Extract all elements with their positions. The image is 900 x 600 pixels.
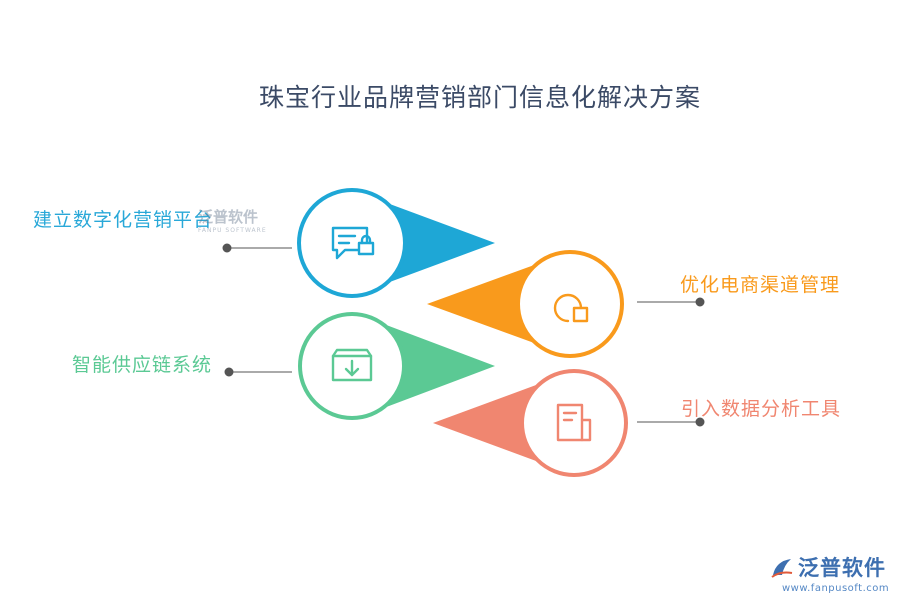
connector-dot [695,297,705,307]
document-icon [556,403,592,442]
item-3-shape [298,312,495,420]
inbox-download-icon [331,348,373,382]
connectors [222,243,705,427]
chat-lock-icon [331,226,375,260]
connector-dot [222,243,232,253]
item-4-label: 引入数据分析工具 [681,398,842,420]
brand-logo: 泛普软件 www.fanpusoft.com [770,552,889,594]
page-title: 珠宝行业品牌营销部门信息化解决方案 [258,83,701,112]
item-3-label: 智能供应链系统 [72,354,213,376]
logo-brand-text: 泛普软件 [798,556,886,580]
logo-url: www.fanpusoft.com [782,583,890,594]
watermark-text: 泛普软件 [198,208,259,226]
item-4-shape [433,369,628,477]
item-2-shape [427,250,624,358]
item-2-label: 优化电商渠道管理 [680,274,841,296]
connector-dot [695,417,705,427]
logo-icon [770,557,794,583]
item-1-shape [297,188,495,298]
connector-dot [224,367,234,377]
watermark-subtext: FANPU SOFTWARE [198,227,267,234]
pie-window-icon [553,293,589,323]
item-1-label: 建立数字化营销平台 [33,209,214,231]
watermark: 泛普软件 FANPU SOFTWARE [198,206,267,234]
